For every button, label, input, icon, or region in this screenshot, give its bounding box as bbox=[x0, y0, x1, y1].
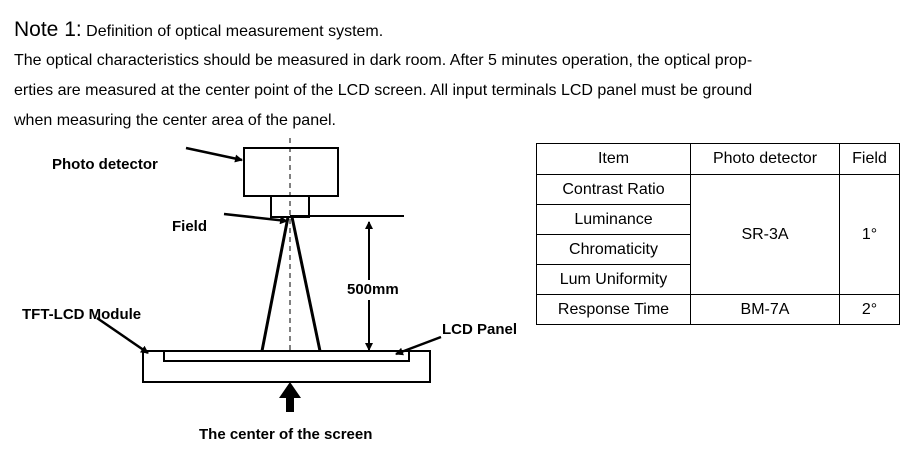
detector-cell-group2: BM-7A bbox=[690, 294, 840, 325]
item-cell: Chromaticity bbox=[536, 234, 691, 265]
field-pointer bbox=[223, 212, 288, 225]
paragraph-line-3: when measuring the center area of the pa… bbox=[14, 112, 336, 129]
field-label: Field bbox=[172, 218, 207, 235]
detector-cell-group1: SR-3A bbox=[690, 174, 840, 295]
table-header-row: Item Photo detector Field bbox=[536, 143, 900, 175]
header-item: Item bbox=[536, 143, 691, 175]
header-field: Field bbox=[839, 143, 900, 175]
module-pointer bbox=[96, 316, 149, 355]
detector-body bbox=[243, 147, 339, 197]
table-row: Response Time BM-7A 2° bbox=[536, 294, 900, 325]
panel-pointer bbox=[395, 335, 442, 356]
module-label: TFT-LCD Module bbox=[22, 306, 141, 323]
paragraph-line-1: The optical characteristics should be me… bbox=[14, 52, 753, 69]
panel-label: LCD Panel bbox=[442, 321, 517, 338]
table-row: Chromaticity bbox=[536, 234, 900, 265]
note-heading: Note 1: Definition of optical measuremen… bbox=[14, 18, 383, 42]
header-photo-detector: Photo detector bbox=[690, 143, 840, 175]
distance-label: 500mm bbox=[347, 281, 399, 298]
photo-detector-label: Photo detector bbox=[52, 156, 158, 173]
item-cell: Response Time bbox=[536, 294, 691, 325]
field-cell-group2: 2° bbox=[839, 294, 900, 325]
item-cell: Luminance bbox=[536, 204, 691, 235]
field-cell-group1: 1° bbox=[839, 174, 900, 295]
lcd-panel bbox=[163, 350, 410, 362]
center-label: The center of the screen bbox=[199, 426, 372, 443]
note-title: Note 1: bbox=[14, 18, 82, 41]
item-cell: Contrast Ratio bbox=[536, 174, 691, 205]
photo-detector-pointer bbox=[185, 146, 243, 163]
field-cone bbox=[260, 216, 322, 352]
table-row: Lum Uniformity bbox=[536, 264, 900, 295]
center-arrow bbox=[279, 382, 301, 412]
item-cell: Lum Uniformity bbox=[536, 264, 691, 295]
note-subtitle: Definition of optical measurement system… bbox=[86, 23, 384, 40]
measurement-table: Item Photo detector Field Contrast Ratio… bbox=[536, 143, 900, 325]
table-row: Contrast Ratio SR-3A 1° bbox=[536, 174, 900, 295]
table-row: Luminance bbox=[536, 204, 900, 235]
paragraph-line-2: erties are measured at the center point … bbox=[14, 82, 753, 99]
